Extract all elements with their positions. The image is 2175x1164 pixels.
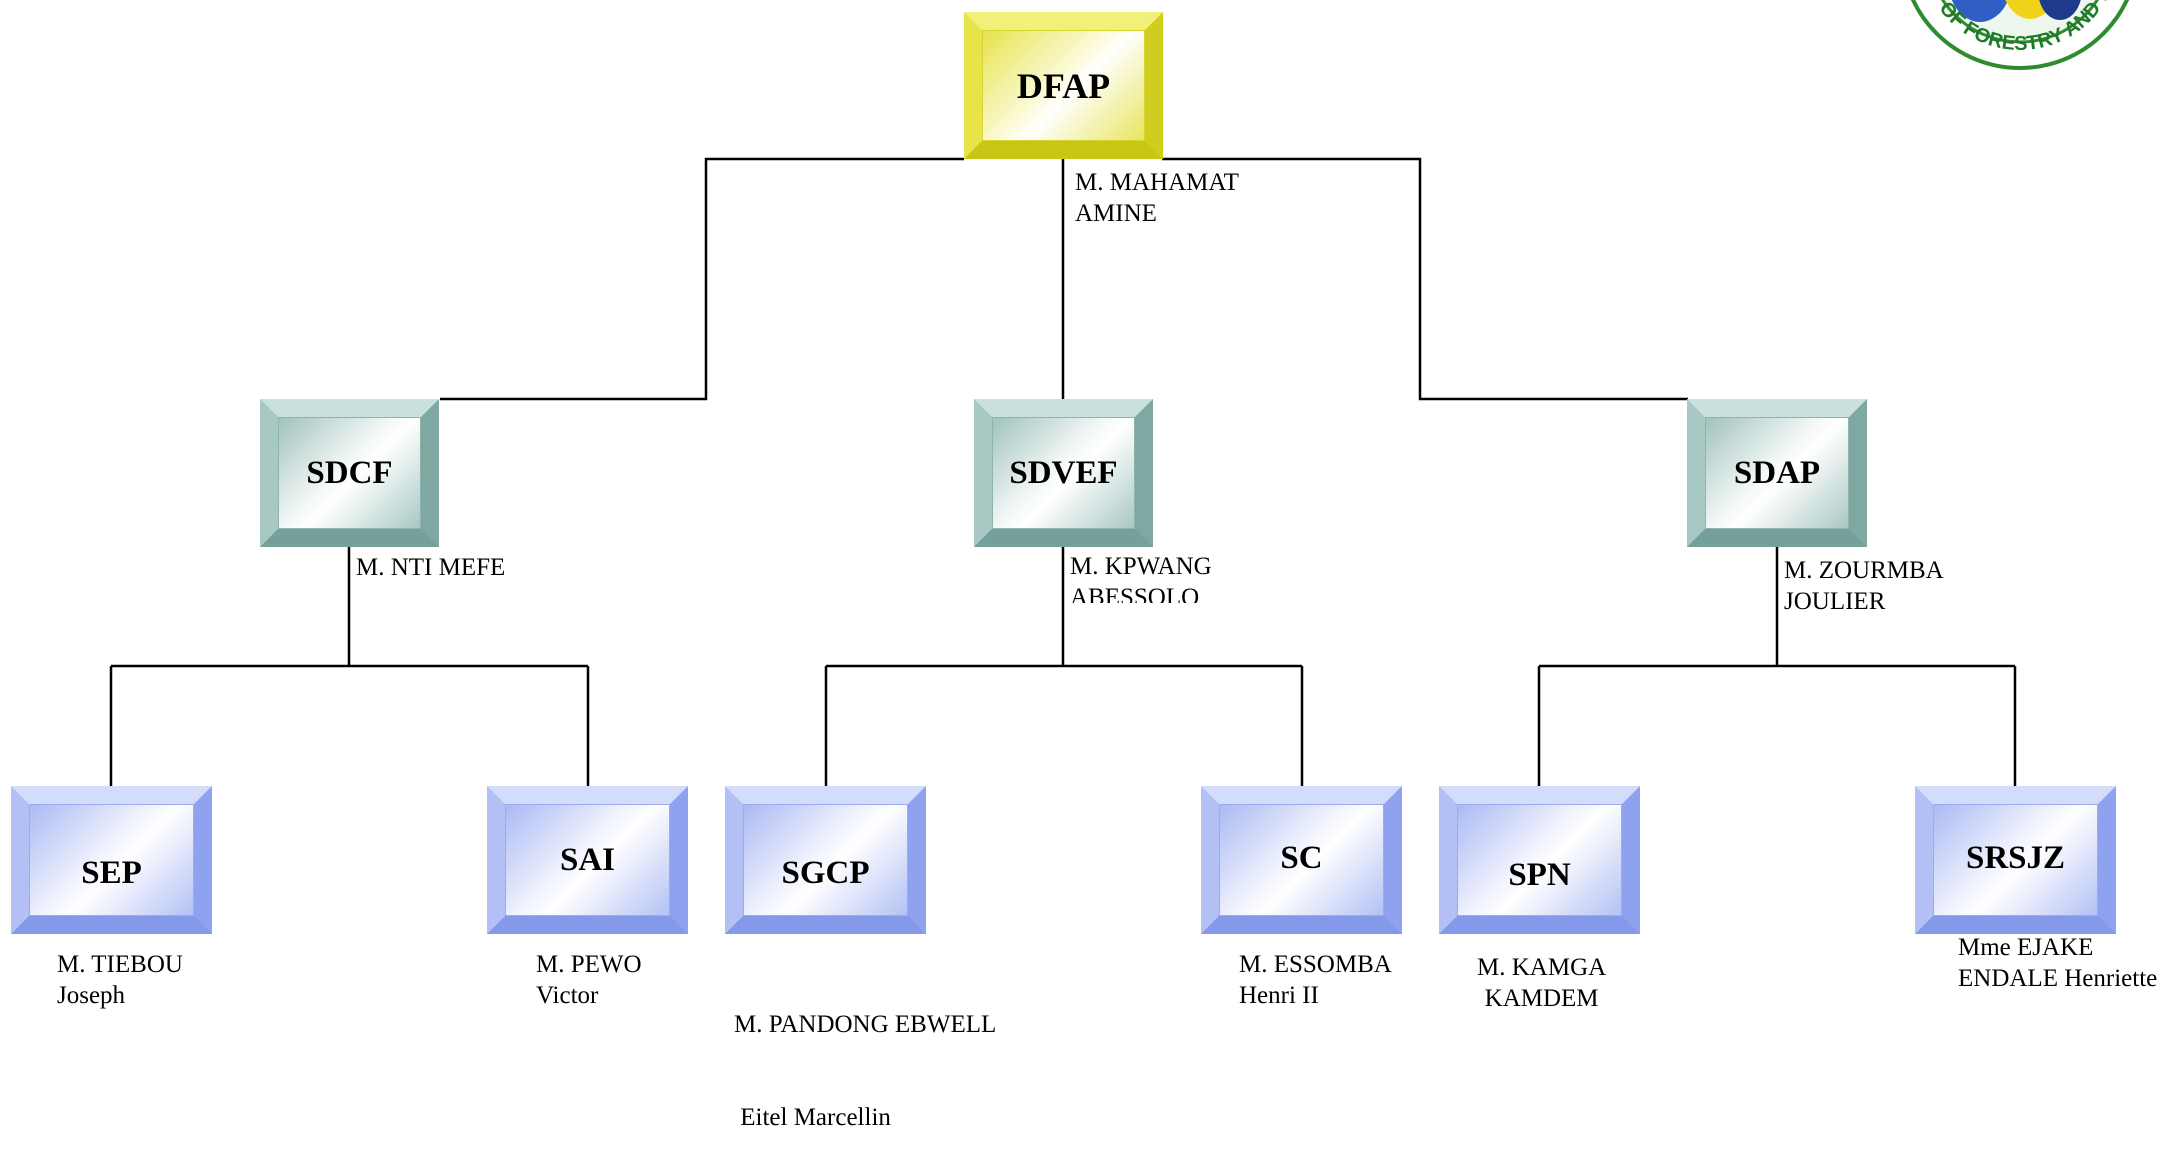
node-sep-head-line2: Joseph [57, 982, 126, 1009]
node-spn-code: SPN [1508, 856, 1571, 893]
node-sgcp-head-line2: Eitel Marcellin [734, 1104, 891, 1131]
node-sdcf: SDCF [260, 399, 439, 547]
node-srsjz: SRSJZ [1915, 786, 2116, 934]
node-sgcp-head: M. PANDONG EBWELL Eitel Marcellin [734, 947, 996, 1164]
node-sep: SEP [11, 786, 212, 934]
node-spn: SPN [1439, 786, 1640, 934]
node-sdcf-code: SDCF [306, 454, 393, 491]
node-sai: SAI [487, 786, 688, 934]
node-sc-head-line2: Henri II [1239, 982, 1319, 1009]
org-chart-connectors [109, 157, 2017, 786]
node-srsjz-head-line2: ENDALE Henriette [1958, 965, 2158, 992]
node-sdap-head-line1: M. ZOURMBA [1784, 557, 1944, 584]
node-sai-head: M. PEWO Victor [536, 949, 642, 1011]
ministry-logo: MINISTRY OF FORESTRY AND WILDLIFE [1880, 0, 2130, 70]
node-sc-head-line1: M. ESSOMBA [1239, 951, 1392, 978]
node-srsjz-code: SRSJZ [1965, 839, 2066, 876]
node-dfap-code: DFAP [1016, 65, 1111, 106]
node-sdap: SDAP [1687, 399, 1867, 547]
node-sc-head: M. ESSOMBA Henri II [1239, 949, 1392, 1011]
node-sgcp-head-line1: M. PANDONG EBWELL [734, 1011, 997, 1038]
node-sai-head-line1: M. PEWO [536, 951, 642, 978]
node-sdap-head-line2: JOULIER [1784, 588, 1886, 615]
node-dfap-head: M. MAHAMAT AMINE [1075, 167, 1239, 229]
node-dfap: DFAP [964, 12, 1163, 159]
node-srsjz-head-line1: Mme EJAKE [1958, 934, 2094, 961]
node-sc-code: SC [1280, 839, 1323, 876]
node-sdvef-head-line2: ABESSOLO [1070, 584, 1200, 603]
node-sgcp: SGCP [725, 786, 926, 934]
node-sep-code: SEP [81, 854, 142, 891]
node-spn-head-line1: M. KAMGA [1477, 954, 1607, 981]
node-spn-head-line2: KAMDEM [1484, 985, 1599, 1012]
node-sdvef-head: M. KPWANG ABESSOLO [1070, 551, 1212, 603]
node-spn-head: M. KAMGA KAMDEM [1477, 952, 1606, 1014]
node-sdvef-code: SDVEF [1009, 454, 1118, 491]
node-sdvef-head-line1: M. KPWANG [1070, 553, 1212, 580]
node-sgcp-code: SGCP [781, 854, 870, 891]
node-sep-head-line1: M. TIEBOU [57, 951, 183, 978]
node-sdvef: SDVEF [974, 399, 1153, 547]
connector-dfap-sdap [1162, 157, 1688, 401]
node-sdap-head: M. ZOURMBA JOULIER [1784, 555, 1944, 617]
node-dfap-head-line2: AMINE [1075, 200, 1157, 227]
node-sai-head-line2: Victor [536, 982, 599, 1009]
node-sc: SC [1201, 786, 1402, 934]
node-sdcf-head: M. NTI MEFE [356, 552, 505, 583]
node-srsjz-head: Mme EJAKE ENDALE Henriette [1958, 932, 2157, 994]
node-dfap-head-line1: M. MAHAMAT [1075, 169, 1239, 196]
connector-dfap-sdcf [440, 157, 964, 401]
node-sdap-code: SDAP [1733, 454, 1821, 491]
node-sdcf-head-line1: M. NTI MEFE [356, 554, 506, 581]
node-sep-head: M. TIEBOU Joseph [57, 949, 183, 1011]
node-sai-code: SAI [559, 841, 616, 878]
